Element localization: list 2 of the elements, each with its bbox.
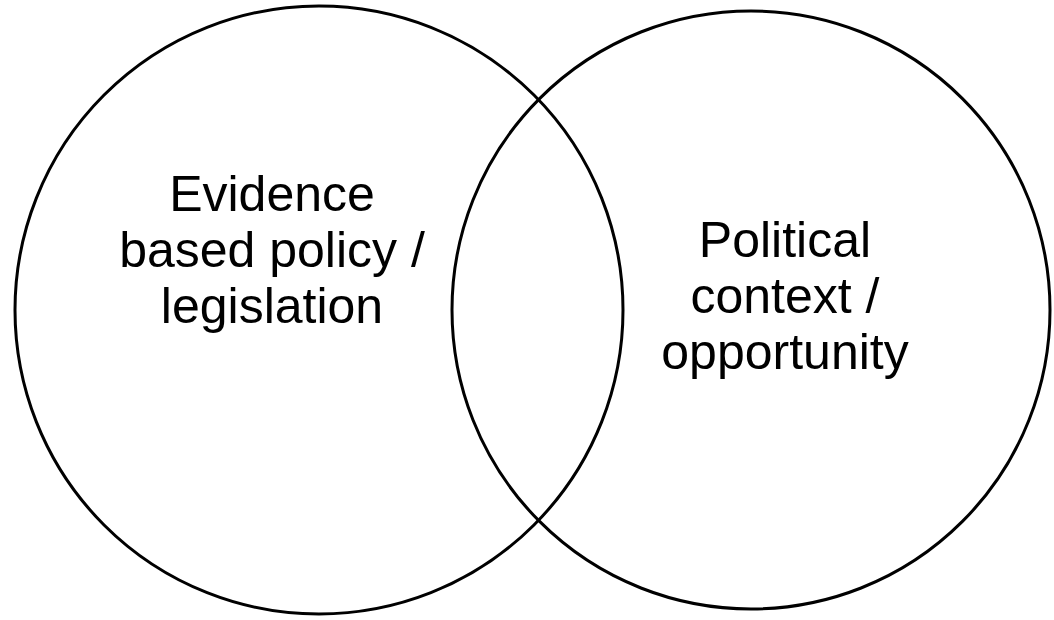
circle-label: Political context / opportunity [660,212,910,380]
circle-label: Evidence based policy / legislation [118,166,426,334]
